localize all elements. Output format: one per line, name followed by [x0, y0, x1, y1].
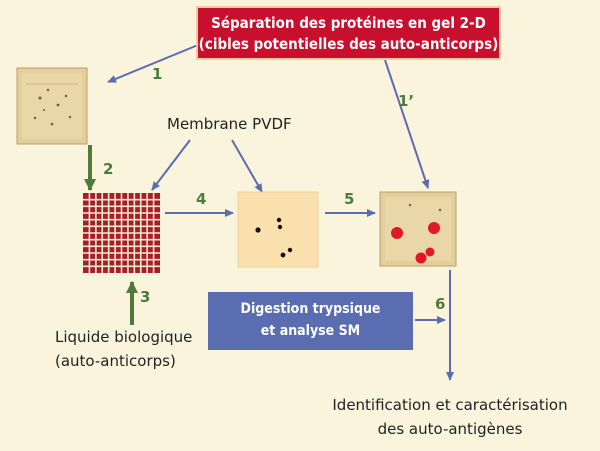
arrow-membrane-to-blot: [231, 139, 263, 193]
result-line-1: Identification et caractérisation: [332, 396, 568, 414]
step-4: 4: [196, 190, 207, 208]
arrow-membrane-to-grid: [151, 139, 191, 191]
result-gel-image: [379, 191, 457, 267]
title-line-2: (cibles potentielles des auto-anticorps): [198, 35, 499, 53]
step-5: 5: [344, 190, 355, 208]
step-3: 3: [140, 288, 151, 306]
result-line-2: des auto-antigènes: [377, 420, 523, 438]
step-1: 1: [152, 65, 163, 83]
membrane-grid: [83, 193, 160, 273]
liquid-line-1: Liquide biologique: [55, 328, 193, 346]
membrane-label: Membrane PVDF: [167, 115, 292, 133]
blot-membrane: [237, 191, 319, 268]
title-box: Séparation des protéines en gel 2-D (cib…: [196, 6, 501, 60]
result-text: Identification et caractérisation des au…: [300, 393, 600, 441]
arrow-1-prime: [384, 59, 430, 189]
arrow-1: [107, 44, 199, 83]
digestion-line-1: Digestion trypsique: [240, 301, 381, 317]
step-1-prime: 1’: [398, 92, 415, 110]
digestion-box: Digestion trypsique et analyse SM: [208, 292, 413, 350]
step-2: 2: [103, 160, 114, 178]
gel-2d-image: [16, 67, 88, 145]
liquid-label: Liquide biologique (auto-anticorps): [55, 325, 192, 373]
step-6: 6: [435, 295, 446, 313]
liquid-line-2: (auto-anticorps): [55, 352, 176, 370]
title-line-1: Séparation des protéines en gel 2-D: [211, 14, 486, 32]
digestion-line-2: et analyse SM: [260, 323, 361, 339]
